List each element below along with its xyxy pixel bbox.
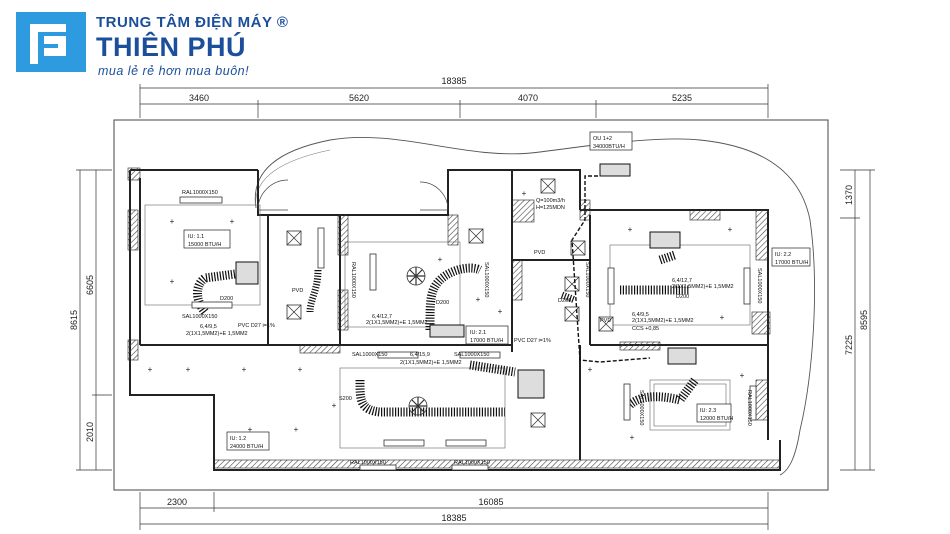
d200-d: D200 — [558, 298, 571, 304]
sal-mid-b-label: SAL1000X150 — [454, 352, 489, 358]
dim-bottom-total: 18385 — [441, 513, 466, 523]
dim-left-outer: 8615 — [69, 310, 79, 330]
brand-slogan: mua lẻ rẻ hơn mua buôn! — [98, 64, 250, 78]
indoor-units — [235, 163, 697, 399]
iu23-capacity: 12000 BTU/H — [700, 416, 733, 422]
dim-top-seg: 3460 — [189, 93, 209, 103]
ou-capacity: 34000BTU/H — [593, 144, 625, 150]
svg-text:+: + — [170, 277, 175, 286]
d200-b: D200 — [436, 300, 449, 306]
unit-label-boxes — [183, 131, 811, 451]
wall-hatching — [127, 167, 781, 469]
pipe-mid-cable: 2(1X1,5MM2)+E 1,5MM2 — [366, 320, 428, 326]
ral-top-label: RAL1000X150 — [182, 190, 218, 196]
dim-top-seg: 4070 — [518, 93, 538, 103]
ducts — [193, 250, 699, 417]
svg-text:+: + — [170, 217, 175, 226]
svg-text:+: + — [588, 365, 593, 374]
iu21-label: IU: 2.1 — [470, 330, 486, 336]
svg-text:+: + — [522, 189, 527, 198]
pvd-c: PVD — [600, 318, 611, 324]
pvd-b: PVD — [534, 250, 545, 256]
balcony-curve — [254, 136, 815, 476]
sal-mid-a-label: SAL1000X150 — [352, 352, 387, 358]
iu11-label: IU: 1.1 — [188, 234, 204, 240]
iu12-capacity: 24000 BTU/H — [230, 444, 263, 450]
ral-vert-label: RAL1000X150 — [350, 262, 356, 298]
svg-text:+: + — [186, 365, 191, 374]
pvd-a: PVD — [292, 288, 303, 294]
sal-left-label: SAL1000X150 — [182, 314, 217, 320]
fan-flow: Q=100m3/h — [536, 198, 565, 204]
dim-right-outer: 8595 — [859, 310, 869, 330]
brand-header: TRUNG TÂM ĐIỆN MÁY ® THIÊN PHÚ mua lẻ rẻ… — [0, 0, 320, 90]
doors — [257, 179, 449, 211]
pipe-center-size: 6,4/15,9 — [410, 352, 430, 358]
ral-bottom-a-label: RAL1000X150 — [350, 460, 386, 466]
svg-text:+: + — [438, 255, 443, 264]
svg-text:+: + — [628, 225, 633, 234]
brand-name: THIÊN PHÚ — [96, 32, 247, 62]
dim-right-upper: 1370 — [844, 185, 854, 205]
svg-text:+: + — [298, 365, 303, 374]
pipe-right-cable: 2(1X1,5MM2)+E 1,5MM2 — [672, 284, 734, 290]
pipe-right2-size: 6,4/9,5 — [632, 312, 649, 318]
sal-vert-label: SAL1000X150 — [483, 262, 489, 297]
pipe-left-cable: 2(1X1,5MM2)+E 1,5MM2 — [186, 331, 248, 337]
s200: S200 — [339, 396, 352, 402]
dimension-lines — [76, 84, 875, 530]
svg-text:+: + — [476, 295, 481, 304]
brand-top-line: TRUNG TÂM ĐIỆN MÁY ® — [96, 14, 289, 31]
svg-text:+: + — [230, 217, 235, 226]
dim-left-upper: 6605 — [85, 275, 95, 295]
iu11-capacity: 15000 BTU/H — [188, 242, 221, 248]
svg-text:+: + — [720, 313, 725, 322]
svg-text:+: + — [630, 433, 635, 442]
dim-top-seg: 5620 — [349, 93, 369, 103]
dim-left-lower: 2010 — [85, 422, 95, 442]
pipe-left-size: 6,4/9,5 — [200, 324, 217, 330]
svg-text:+: + — [148, 365, 153, 374]
sal-right-label: SAL1000X150 — [584, 262, 590, 297]
dim-bottom-seg: 16085 — [478, 497, 503, 507]
d200-c: D200 — [676, 294, 689, 300]
ceiling-lights: + + + + + + + + + + + + + + + + + + + + — [148, 189, 745, 442]
svg-text:+: + — [498, 307, 503, 316]
drawing-frame — [113, 119, 829, 491]
dim-top-seg: 5235 — [672, 93, 692, 103]
svg-text:+: + — [248, 425, 253, 434]
brand-logo-icon — [16, 12, 86, 72]
sal-br-2-label: SAL1000X150 — [638, 390, 644, 425]
fan-head: H=125MDN — [536, 205, 565, 211]
iu22-label: IU: 2.2 — [775, 252, 791, 258]
dim-bottom-seg: 2300 — [167, 497, 187, 507]
dim-top-total: 18385 — [441, 76, 466, 86]
pvc-left-label: PVC D27 i=1% — [238, 323, 275, 329]
pipe-right-size: 6,4/12,7 — [672, 278, 692, 284]
iu23-label: IU: 2.3 — [700, 408, 716, 414]
svg-text:+: + — [728, 225, 733, 234]
pipe-center-cable: 2(1X1,5MM2)+E 1,5MM2 — [400, 360, 462, 366]
refrigerant-pipe — [571, 175, 651, 363]
iu22-capacity: 17000 BTU/H — [775, 260, 808, 266]
pipe-right2-ccs: CCS +0,85 — [632, 326, 659, 332]
svg-text:+: + — [242, 365, 247, 374]
dim-right-lower: 7225 — [844, 335, 854, 355]
svg-text:+: + — [332, 401, 337, 410]
iu12-label: IU: 1.2 — [230, 436, 246, 442]
linear-grilles — [179, 196, 757, 471]
svg-text:+: + — [740, 371, 745, 380]
ral-br-label: RAL1000X150 — [746, 390, 752, 426]
sal-br-label: SAL1000X150 — [756, 268, 762, 303]
d200-a: D200 — [220, 296, 233, 302]
iu21-capacity: 17000 BTU/H — [470, 338, 503, 344]
svg-text:+: + — [294, 425, 299, 434]
ou-label: OU 1+2 — [593, 136, 612, 142]
pipe-right2-cable: 2(1X1,5MM2)+E 1,5MM2 — [632, 318, 694, 324]
ral-bottom-b-label: RAL1000X150 — [454, 460, 490, 466]
pvc-center-label: PVC D27 i=1% — [514, 338, 551, 344]
pipe-mid-size: 6,4/12,7 — [372, 314, 392, 320]
